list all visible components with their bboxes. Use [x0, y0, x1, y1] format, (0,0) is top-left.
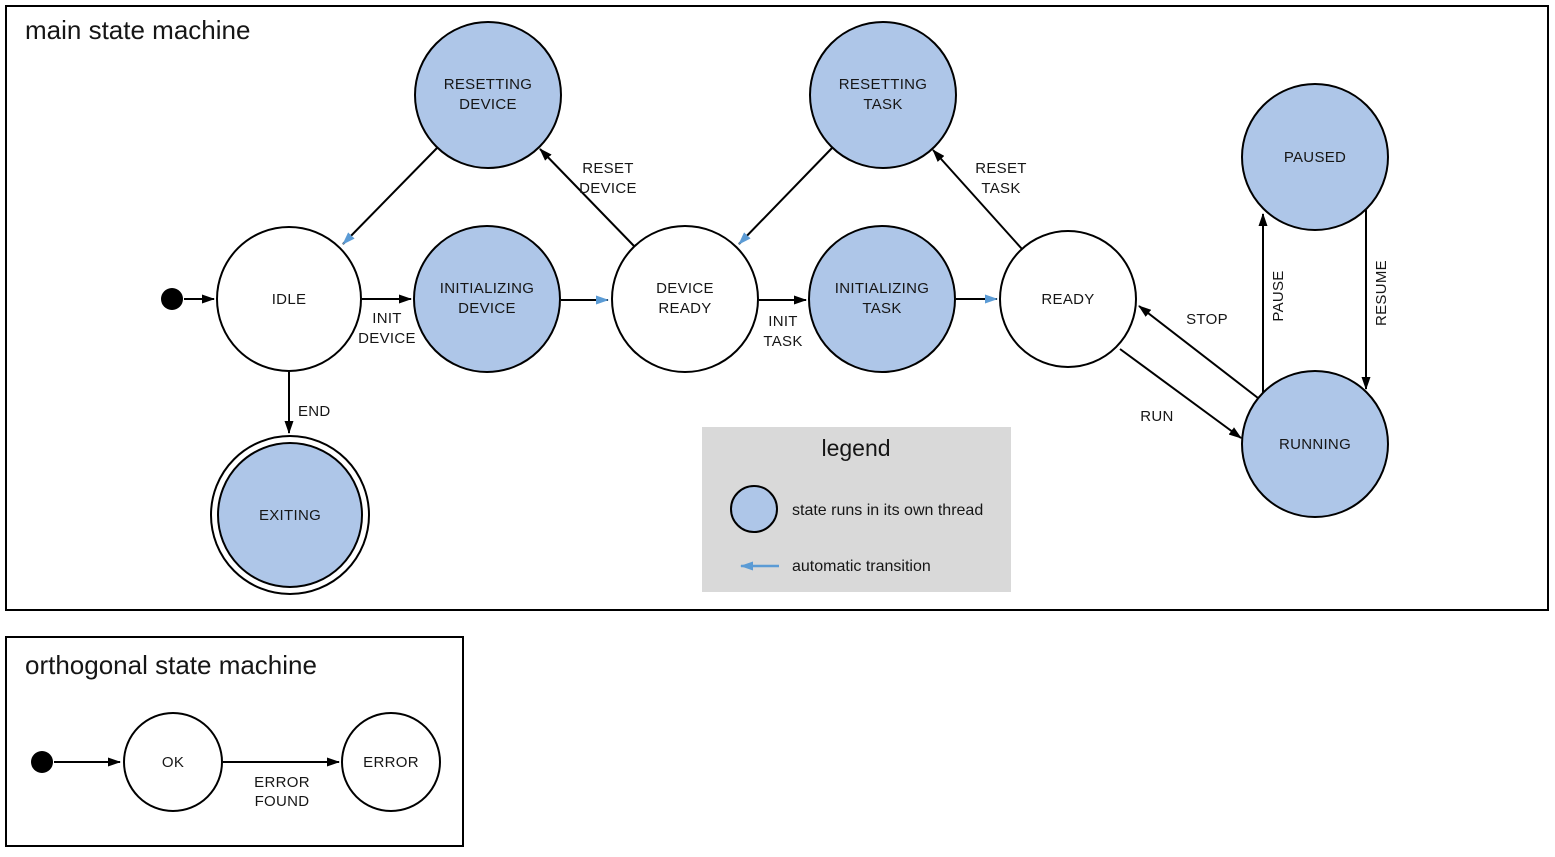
edge-label-reset-device-line2: DEVICE: [579, 180, 637, 197]
state-resetting-device: RESETTING DEVICE: [414, 21, 562, 169]
orthogonal-state-machine-panel: orthogonal state machine ERROR FOUND OK …: [5, 636, 464, 847]
state-initializing-task-label-line2: TASK: [862, 300, 901, 317]
state-running-label: RUNNING: [1279, 436, 1351, 453]
state-device-ready-label-line2: READY: [658, 300, 711, 317]
state-resetting-task: RESETTING TASK: [809, 21, 957, 169]
edge-label-error-found-line1: ERROR: [254, 774, 310, 791]
state-initializing-device-circle: [413, 225, 561, 373]
state-resetting-task-label-line2: TASK: [863, 96, 902, 113]
legend-threaded-state-text: state runs in its own thread: [792, 502, 983, 519]
state-ready-label: READY: [1041, 291, 1094, 308]
state-resetting-device-label-line1: RESETTING: [444, 76, 533, 93]
edge-label-error-found-line2: FOUND: [255, 793, 310, 810]
state-initializing-device-label-line1: INITIALIZING: [440, 280, 534, 297]
state-error: ERROR: [341, 712, 441, 812]
state-initializing-task: INITIALIZING TASK: [808, 225, 956, 373]
edge-label-reset-device-line1: RESET: [582, 160, 634, 177]
edge-label-resume: RESUME: [1373, 260, 1390, 326]
edge-label-run: RUN: [1140, 408, 1173, 425]
state-exiting-final: EXITING: [210, 435, 370, 595]
state-resetting-task-circle: [809, 21, 957, 169]
state-ready: READY: [999, 230, 1137, 368]
state-device-ready: DEVICE READY: [611, 225, 759, 373]
state-initializing-task-label-line1: INITIALIZING: [835, 280, 929, 297]
edge-label-init-task-line1: INIT: [768, 313, 798, 330]
state-ready-circle: [999, 230, 1137, 368]
state-ok: OK: [123, 712, 223, 812]
edge-label-init-device-line2: DEVICE: [358, 330, 416, 347]
legend: legend state runs in its own thread auto…: [702, 427, 1011, 592]
state-error-circle: [341, 712, 441, 812]
legend-automatic-transition-text: automatic transition: [792, 558, 931, 575]
edge-label-reset-task-line1: RESET: [975, 160, 1027, 177]
edge-label-end: END: [298, 403, 331, 420]
edge-label-reset-task-line2: TASK: [981, 180, 1020, 197]
edge-auto-resetting-task-to-device-ready: [738, 147, 833, 245]
state-running: RUNNING: [1241, 370, 1389, 518]
state-exiting-label: EXITING: [259, 507, 321, 524]
edge-running-to-ready: [1138, 305, 1259, 399]
state-paused-circle: [1241, 83, 1389, 231]
initial-state-dot: [161, 288, 183, 310]
main-state-machine-panel: main state machine INIT DEVICE END RESET…: [5, 5, 1549, 611]
edge-ready-to-running: [1119, 348, 1242, 439]
state-running-circle: [1241, 370, 1389, 518]
orthogonal-initial-state-dot: [31, 751, 53, 773]
edge-label-init-device-line1: INIT: [372, 310, 402, 327]
legend-threaded-state-icon: [730, 485, 778, 533]
state-resetting-task-label-line1: RESETTING: [839, 76, 928, 93]
edge-device-ready-to-resetting-device: [539, 148, 635, 247]
edge-label-stop: STOP: [1186, 311, 1228, 328]
main-panel-title: main state machine: [25, 15, 250, 45]
state-ok-circle: [123, 712, 223, 812]
edge-label-pause: PAUSE: [1270, 270, 1287, 321]
state-resetting-device-label-line2: DEVICE: [459, 96, 517, 113]
edge-ready-to-resetting-task: [932, 149, 1023, 250]
state-idle-label: IDLE: [272, 291, 307, 308]
state-paused-label: PAUSED: [1284, 149, 1346, 166]
legend-title: legend: [821, 435, 890, 461]
state-resetting-device-circle: [414, 21, 562, 169]
state-idle: IDLE: [216, 226, 362, 372]
state-paused: PAUSED: [1241, 83, 1389, 231]
state-device-ready-label-line1: DEVICE: [656, 280, 714, 297]
state-initializing-task-circle: [808, 225, 956, 373]
edge-label-init-task-line2: TASK: [763, 333, 802, 350]
state-exiting-inner-circle: [217, 442, 363, 588]
state-initializing-device-label-line2: DEVICE: [458, 300, 516, 317]
state-error-label: ERROR: [363, 754, 419, 771]
state-initializing-device: INITIALIZING DEVICE: [413, 225, 561, 373]
state-idle-circle: [216, 226, 362, 372]
orthogonal-panel-title: orthogonal state machine: [25, 650, 317, 680]
edge-auto-resetting-device-to-idle: [342, 147, 438, 245]
state-ok-label: OK: [162, 754, 184, 771]
state-device-ready-circle: [611, 225, 759, 373]
main-transitions: INIT DEVICE END RESET DEVICE INIT TASK R…: [184, 147, 1390, 439]
